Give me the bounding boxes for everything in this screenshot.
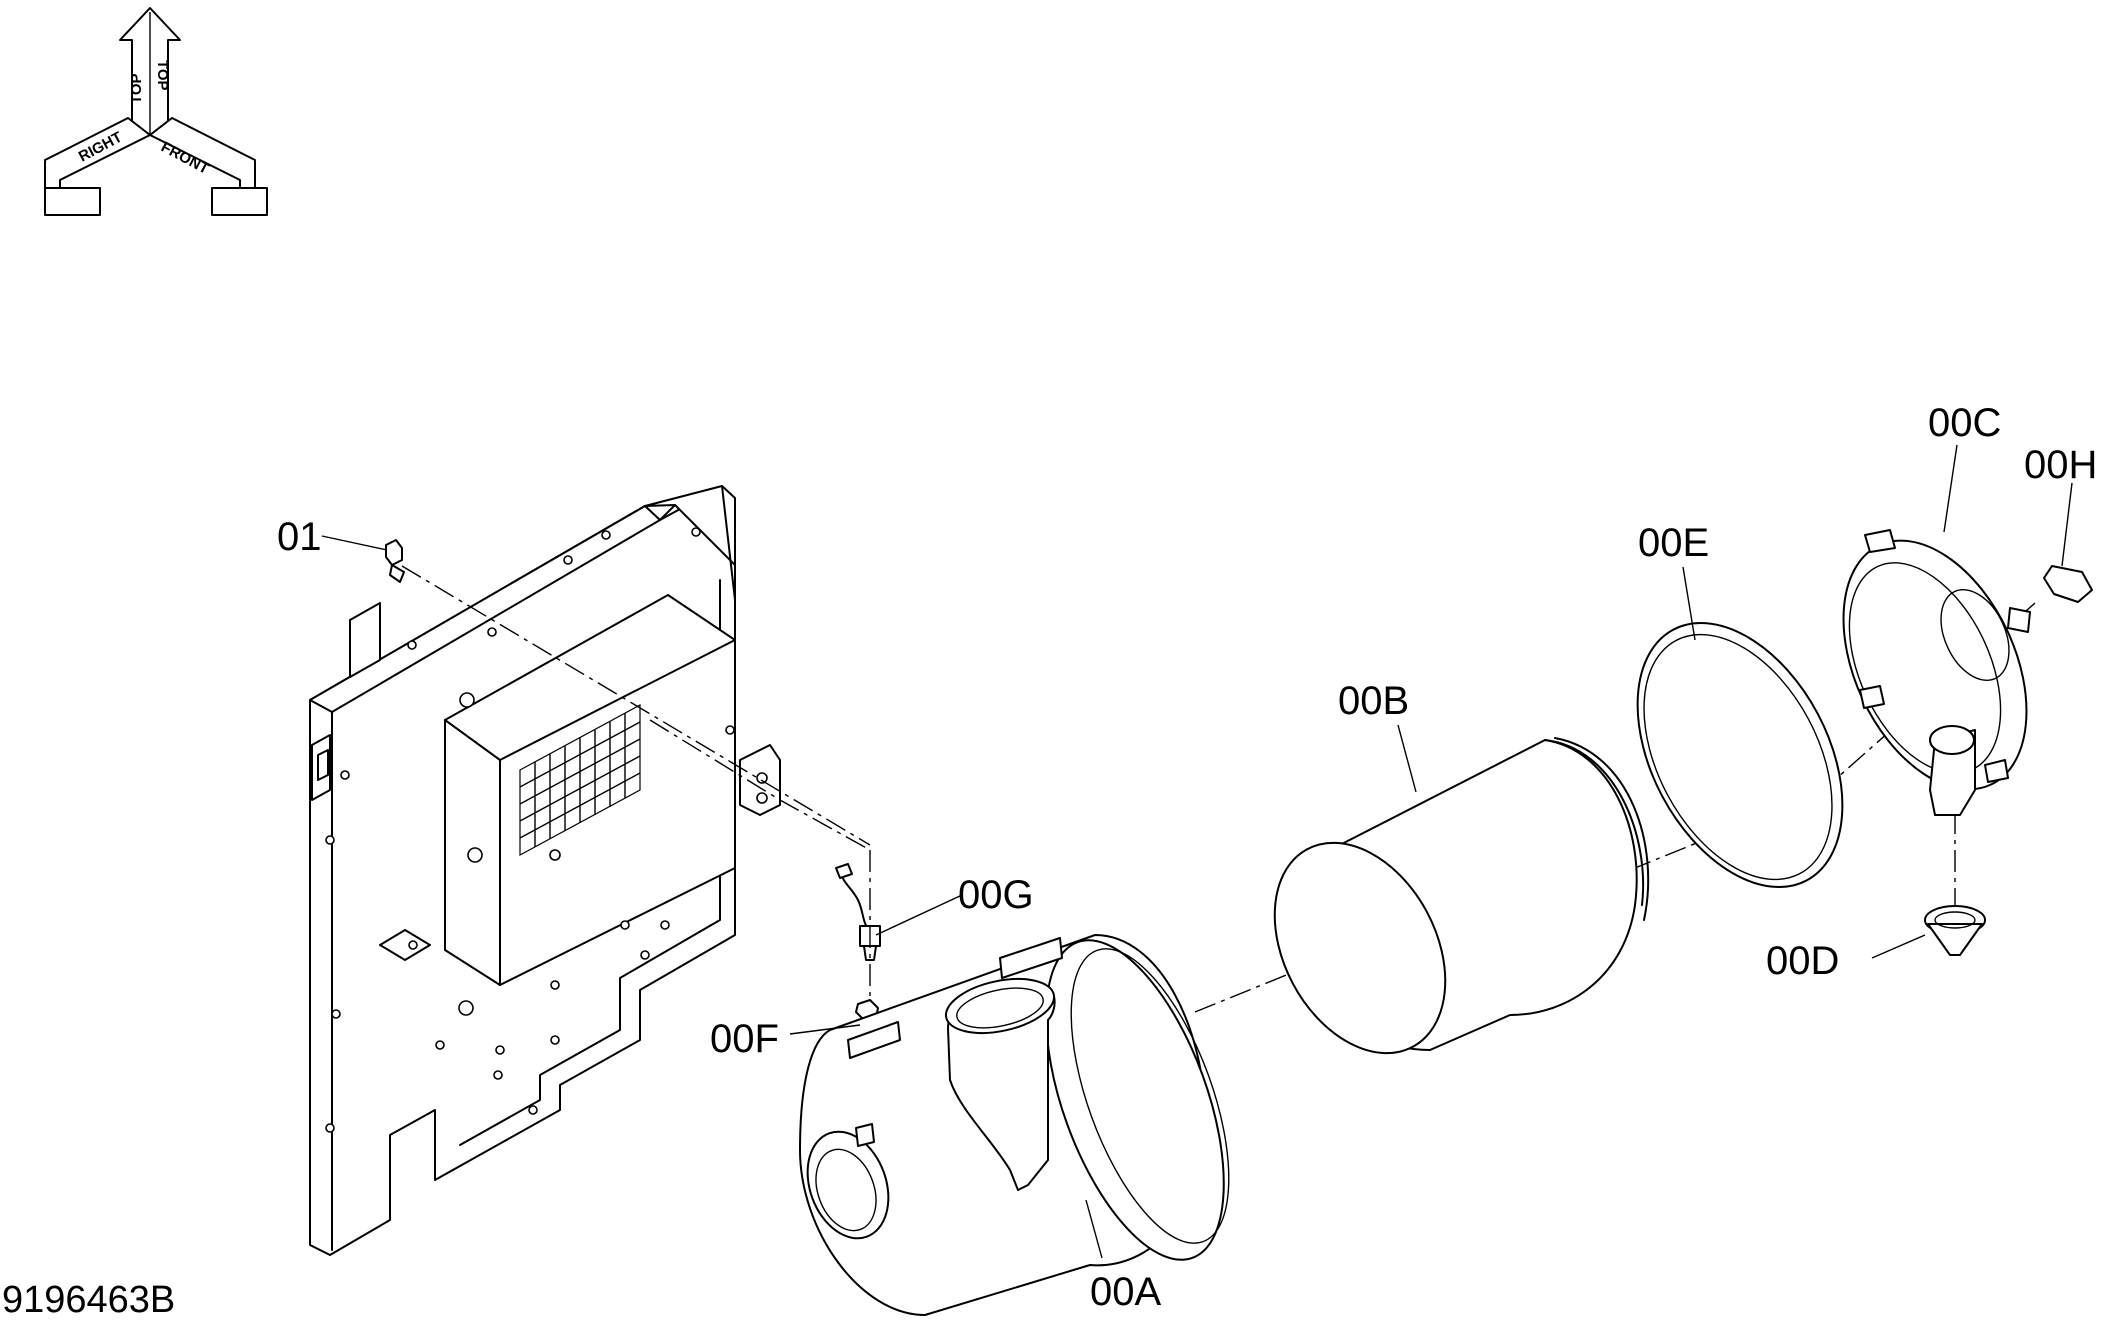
right-arrow-shape: [44, 117, 151, 213]
housing-00A: [799, 934, 1230, 1316]
valve-00D: [1924, 905, 1986, 956]
cap-00H: [2043, 565, 2093, 603]
callout-labels: 01 00A 00B 00C 00D 00E 00F 00G 00H: [277, 401, 2097, 1314]
callout-00E: 00E: [1638, 521, 1709, 565]
cover-00C: [1842, 529, 2031, 816]
orient-top-label-a: TOP: [154, 60, 171, 91]
seal-ring-00E: [1636, 621, 1844, 889]
sensor-00G: [835, 863, 881, 961]
callout-00D: 00D: [1766, 939, 1839, 983]
orient-top-label-b: TOP: [128, 73, 145, 104]
plate-holes: [325, 527, 735, 1133]
callout-00F: 00F: [710, 1017, 779, 1061]
front-arrow-shape: [149, 117, 256, 213]
bolt-01: [385, 539, 405, 583]
filter-element-00B: [1273, 737, 1650, 1055]
callout-00B: 00B: [1338, 679, 1409, 723]
vent-grid: [519, 703, 641, 857]
callout-00G: 00G: [958, 873, 1034, 917]
callout-01: 01: [277, 515, 322, 559]
orientation-symbol: TOP TOP RIGHT FRONT: [44, 7, 268, 216]
callout-00H: 00H: [2024, 443, 2097, 487]
callout-00C: 00C: [1928, 401, 2001, 445]
leader-lines: [321, 444, 2073, 1259]
louvered-box: [444, 594, 736, 1016]
document-number: 9196463B: [2, 1279, 175, 1321]
callout-00A: 00A: [1090, 1270, 1161, 1314]
